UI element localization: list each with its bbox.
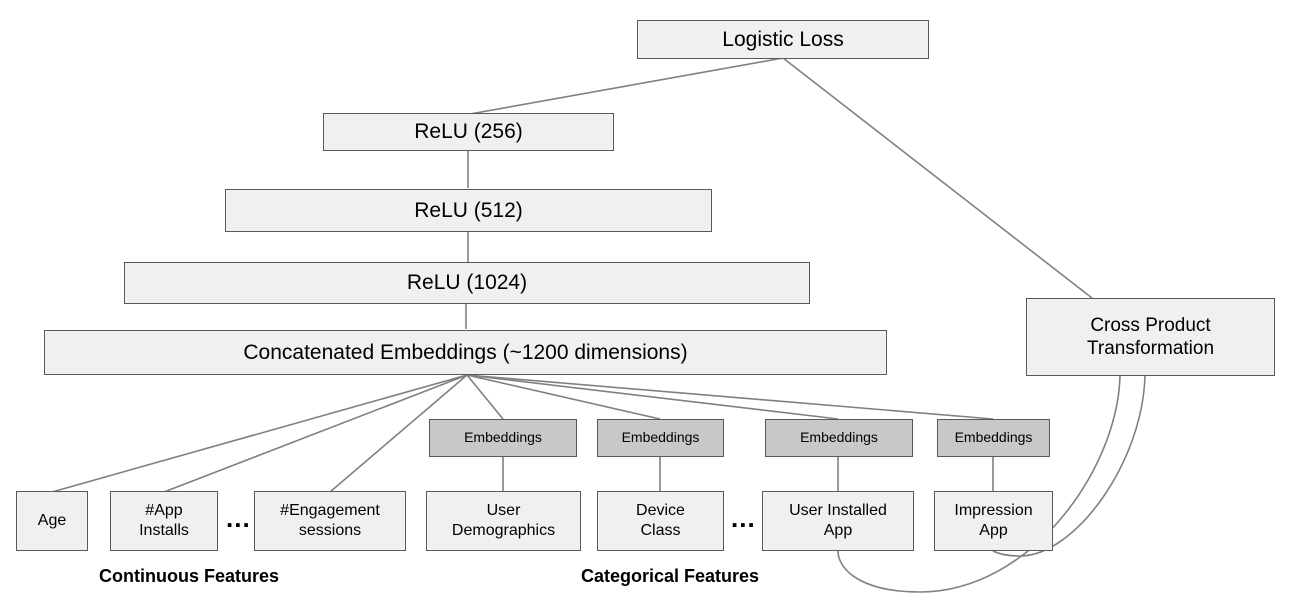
node-embeddings-device-class[interactable]: Embeddings bbox=[597, 419, 724, 457]
node-embeddings-user-installed-app-label: Embeddings bbox=[800, 429, 878, 446]
node-embeddings-user-demographics-label: Embeddings bbox=[464, 429, 542, 446]
node-feature-engagement-sessions[interactable]: #Engagement sessions bbox=[254, 491, 406, 551]
edge-concat-to-emb-3 bbox=[466, 374, 839, 420]
node-relu-1024[interactable]: ReLU (1024) bbox=[124, 262, 810, 304]
group-label-continuous-features: Continuous Features bbox=[99, 566, 279, 587]
node-feature-device-class-label: Device Class bbox=[636, 502, 685, 539]
node-relu-256-label: ReLU (256) bbox=[414, 120, 523, 144]
edge-concat-to-age bbox=[51, 374, 468, 493]
group-label-continuous-features-text: Continuous Features bbox=[99, 566, 280, 586]
ellipsis-continuous-features: ... bbox=[226, 505, 251, 531]
node-embeddings-user-installed-app[interactable]: Embeddings bbox=[765, 419, 913, 457]
node-embeddings-impression-app[interactable]: Embeddings bbox=[937, 419, 1050, 457]
edge-loss-to-relu256 bbox=[469, 57, 784, 115]
ellipsis-continuous-features-label: ... bbox=[226, 503, 251, 533]
node-feature-user-demographics[interactable]: User Demographics bbox=[426, 491, 581, 551]
node-feature-user-demographics-label: User Demographics bbox=[451, 502, 556, 539]
node-embeddings-device-class-label: Embeddings bbox=[621, 429, 700, 446]
ellipsis-categorical-features-label: ... bbox=[731, 503, 756, 533]
node-feature-app-installs-label: #App Installs bbox=[139, 502, 189, 539]
node-cross-product-transformation-label: Cross Product Transformation bbox=[1086, 314, 1215, 359]
node-feature-user-installed-app[interactable]: User Installed App bbox=[762, 491, 914, 551]
node-feature-device-class[interactable]: Device Class bbox=[597, 491, 724, 551]
node-feature-age[interactable]: Age bbox=[16, 491, 88, 551]
edge-concat-to-emb-1 bbox=[466, 374, 504, 420]
node-relu-256[interactable]: ReLU (256) bbox=[323, 113, 614, 151]
node-embeddings-user-demographics[interactable]: Embeddings bbox=[429, 419, 577, 457]
group-label-categorical-features: Categorical Features bbox=[581, 566, 759, 587]
node-concatenated-embeddings[interactable]: Concatenated Embeddings (~1200 dimension… bbox=[44, 330, 887, 375]
node-feature-engagement-sessions-label: #Engagement sessions bbox=[280, 502, 380, 539]
node-logistic-loss-label: Logistic Loss bbox=[722, 27, 844, 51]
node-feature-impression-app[interactable]: Impression App bbox=[934, 491, 1053, 551]
node-feature-impression-app-label: Impression App bbox=[954, 502, 1033, 539]
node-relu-1024-label: ReLU (1024) bbox=[406, 271, 528, 295]
group-label-categorical-features-text: Categorical Features bbox=[581, 566, 760, 586]
node-logistic-loss[interactable]: Logistic Loss bbox=[637, 20, 929, 59]
node-cross-product-transformation[interactable]: Cross Product Transformation bbox=[1026, 298, 1275, 376]
node-relu-512[interactable]: ReLU (512) bbox=[225, 189, 712, 232]
edge-concat-to-appinstalls bbox=[163, 374, 468, 493]
node-feature-user-installed-app-label: User Installed App bbox=[789, 502, 887, 539]
edge-loss-to-crossproduct bbox=[782, 57, 1093, 299]
node-relu-512-label: ReLU (512) bbox=[414, 198, 523, 222]
edge-crossproduct-to-userinstalledapp bbox=[837, 374, 1121, 593]
edge-concat-to-emb-2 bbox=[466, 374, 661, 420]
edge-concat-to-emb-4 bbox=[466, 374, 994, 420]
node-feature-age-label: Age bbox=[37, 512, 67, 530]
node-concatenated-embeddings-label: Concatenated Embeddings (~1200 dimension… bbox=[243, 340, 688, 364]
ellipsis-categorical-features: ... bbox=[731, 505, 756, 531]
node-embeddings-impression-app-label: Embeddings bbox=[954, 429, 1033, 446]
node-feature-app-installs[interactable]: #App Installs bbox=[110, 491, 218, 551]
